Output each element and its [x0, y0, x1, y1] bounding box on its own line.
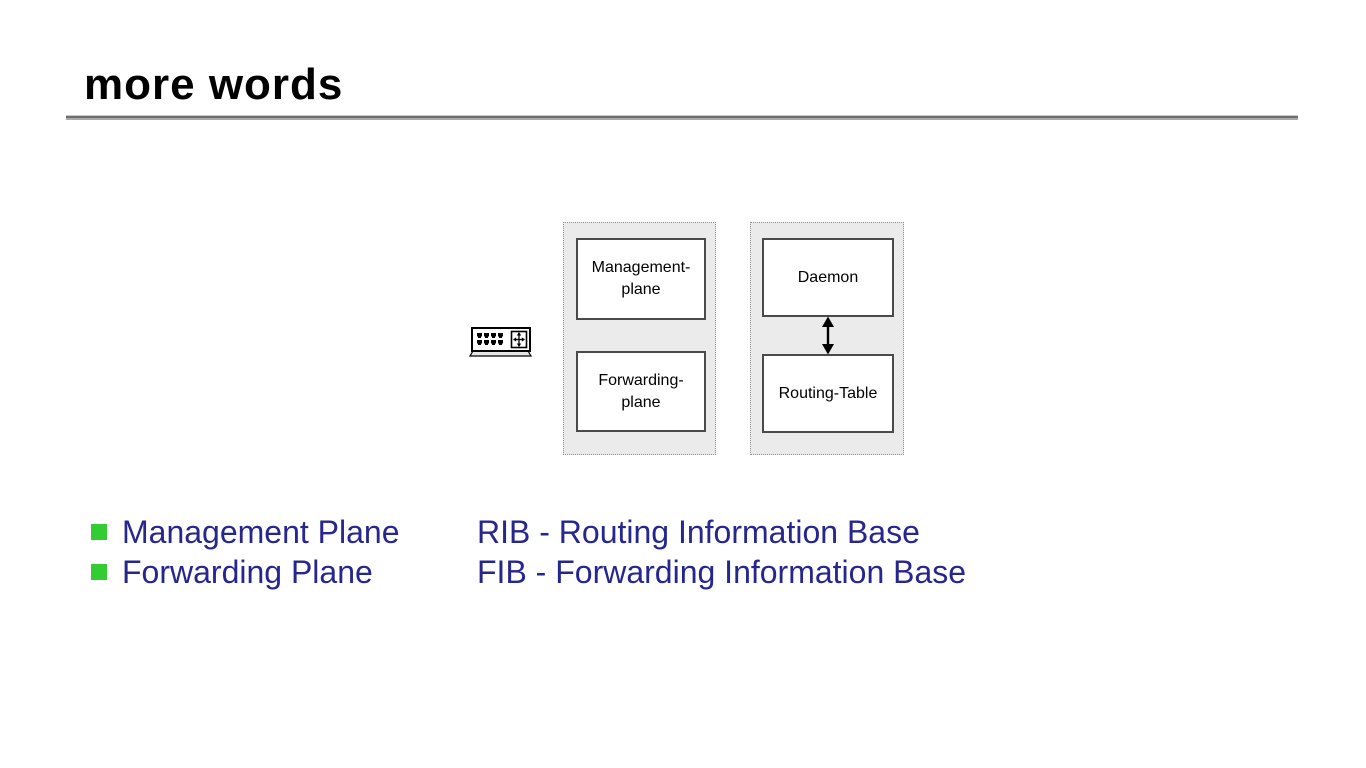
list-item: Management Plane RIB - Routing Informati…: [91, 512, 1041, 552]
bullet-definition: FIB - Forwarding Information Base: [477, 553, 967, 590]
title-underline: [66, 115, 1298, 120]
bullet-square-icon: [91, 524, 107, 540]
bullet-definition: RIB - Routing Information Base: [477, 513, 920, 550]
bullet-term: Forwarding Plane: [122, 553, 373, 590]
bullet-square-icon: [91, 564, 107, 580]
bullet-term: Management Plane: [122, 513, 400, 550]
router-port-leds: [477, 333, 503, 345]
routing-table-box: Routing-Table: [762, 354, 894, 433]
double-arrow-icon: [822, 316, 834, 355]
forwarding-plane-box: Forwarding- plane: [576, 351, 706, 432]
list-item: Forwarding Plane FIB - Forwarding Inform…: [91, 552, 1041, 592]
routing-cross-icon: [510, 330, 528, 349]
router-device-icon: [469, 327, 533, 357]
management-plane-box: Management- plane: [576, 238, 706, 320]
page-title: more words: [84, 60, 344, 109]
daemon-box: Daemon: [762, 238, 894, 317]
